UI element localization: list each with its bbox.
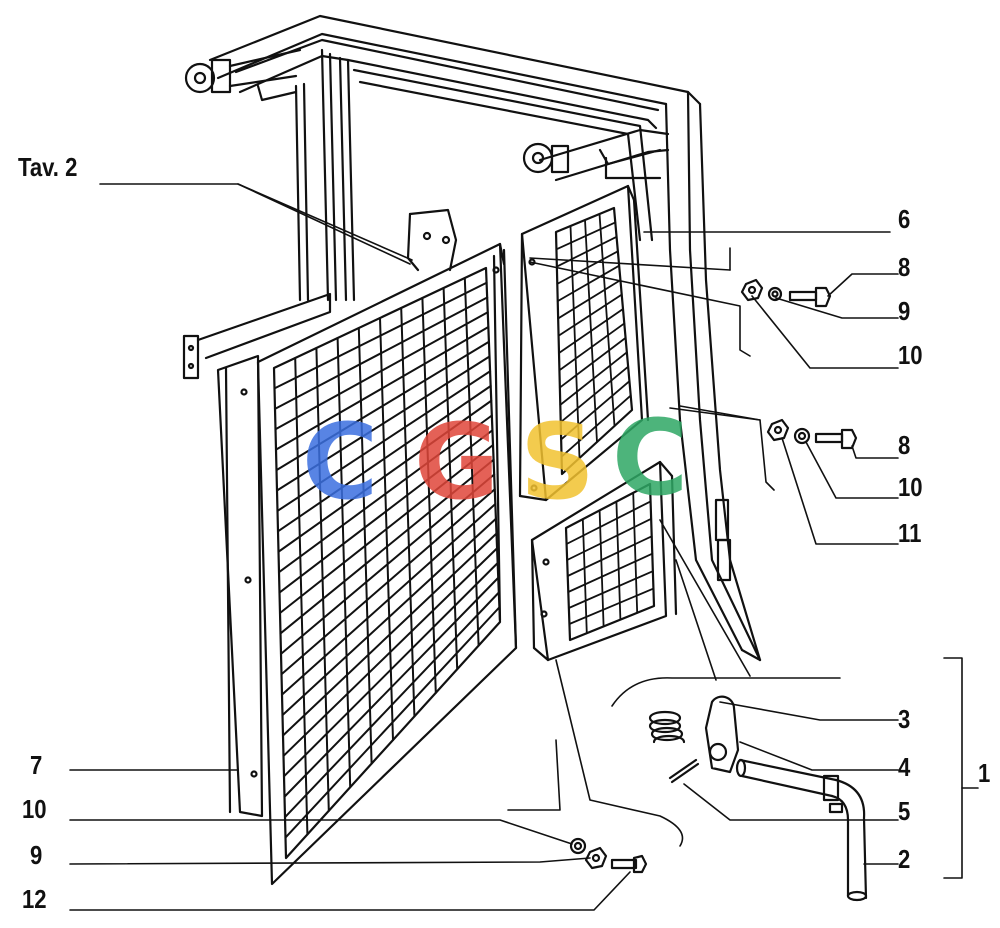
- upper-grille: [520, 186, 648, 500]
- callout-2: 2: [898, 844, 911, 874]
- watermark-letter-c-green: C: [612, 397, 689, 519]
- callout-12: 12: [22, 884, 47, 914]
- callout-11: 11: [898, 518, 922, 548]
- fasteners-top: [742, 280, 830, 306]
- callout-10-bottom: 10: [22, 794, 47, 824]
- main-grille-mesh: [275, 278, 500, 838]
- callout-8-middle: 8: [898, 430, 911, 460]
- watermark-letter-g-red: G: [414, 401, 500, 523]
- hinge-bracket: [408, 210, 456, 270]
- callout-8-top: 8: [898, 252, 911, 282]
- latch-assembly: [650, 697, 866, 900]
- callout-6: 6: [898, 204, 911, 234]
- callout-4: 4: [898, 752, 911, 782]
- cab-frame: [184, 16, 760, 660]
- watermark-letter-c-blue: C: [302, 401, 379, 523]
- callout-9-top: 9: [898, 296, 911, 326]
- callout-1: 1: [978, 758, 991, 788]
- lower-grille-mesh: [567, 493, 654, 633]
- callout-10-middle: 10: [898, 472, 923, 502]
- fasteners-bottom: [571, 839, 646, 872]
- callout-10-top: 10: [898, 340, 923, 370]
- label-tav-2: Tav. 2: [18, 152, 78, 182]
- upper-grille-mesh: [556, 214, 630, 458]
- callout-7: 7: [30, 750, 43, 780]
- callout-5: 5: [898, 796, 911, 826]
- callout-3: 3: [898, 704, 911, 734]
- leader-lines: [70, 184, 978, 910]
- fasteners-middle: [768, 420, 856, 448]
- callout-9-bottom: 9: [30, 840, 43, 870]
- watermark-letter-s-yellow: S: [520, 401, 595, 523]
